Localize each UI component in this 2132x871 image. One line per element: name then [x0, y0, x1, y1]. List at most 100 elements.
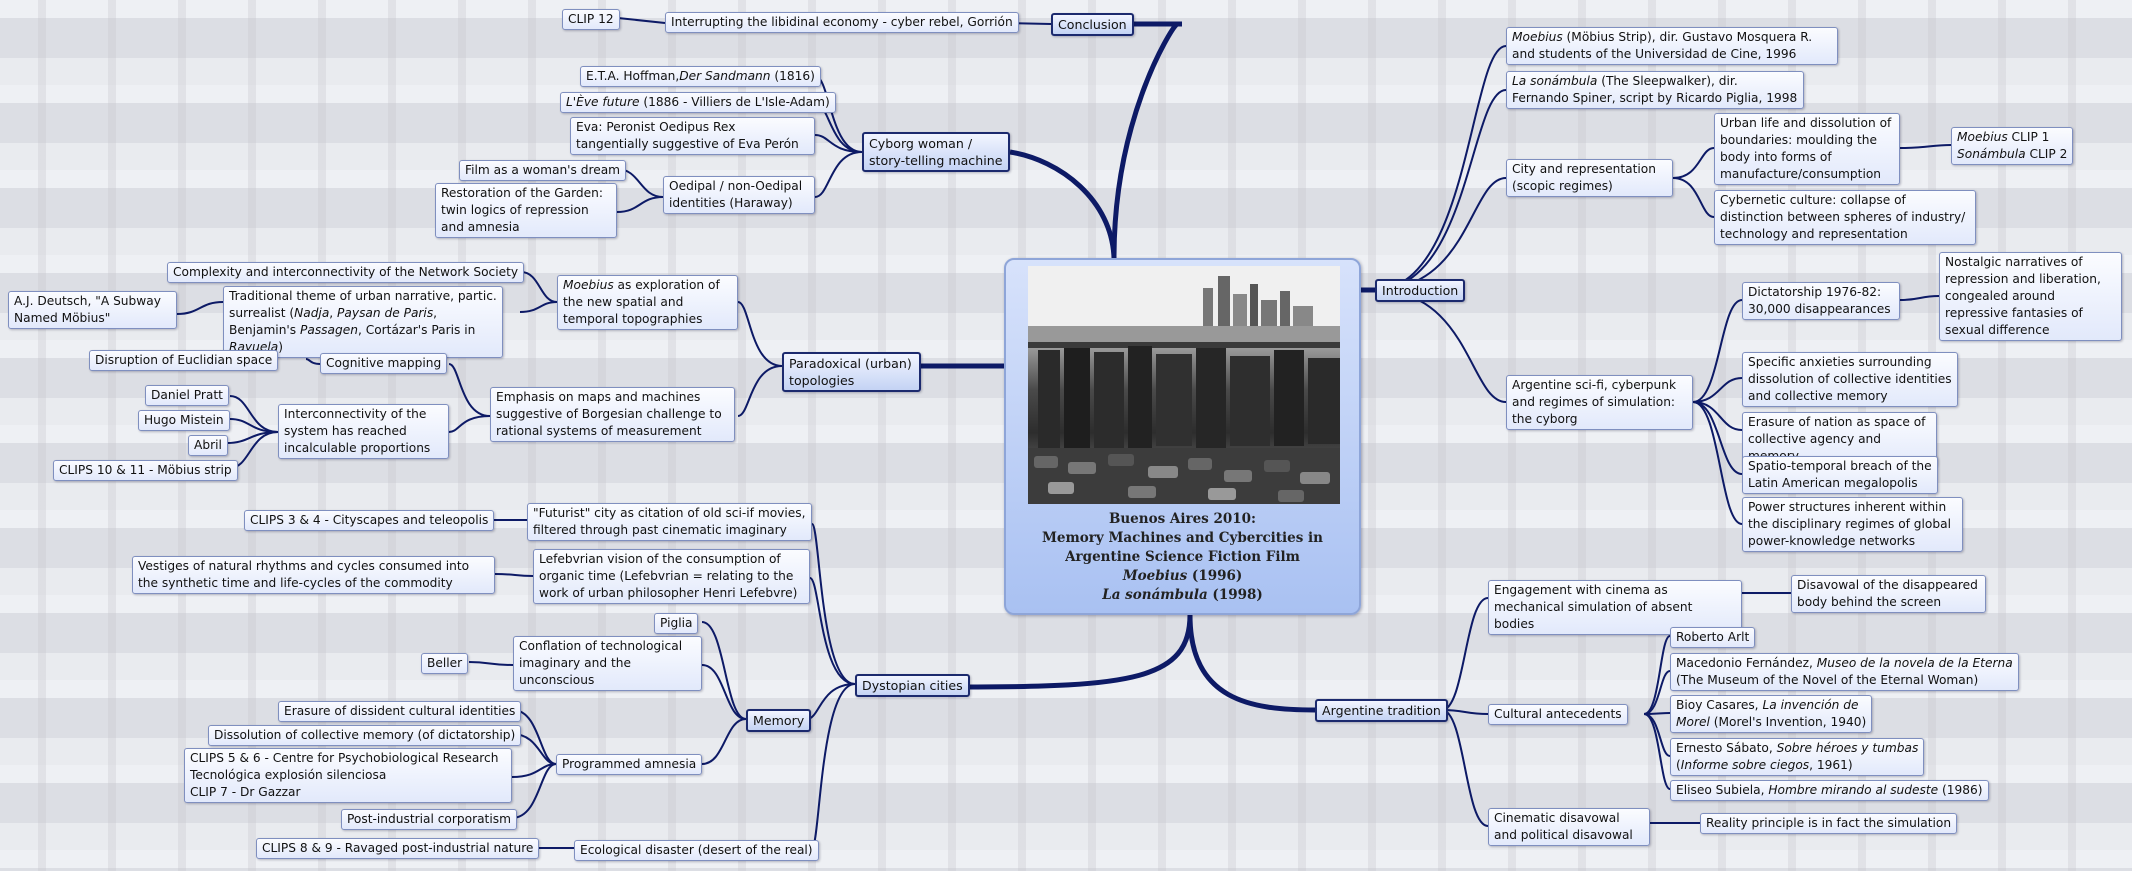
node-title: Morel [1676, 715, 1710, 729]
moebius-exploration[interactable]: Moebius as exploration of the new spatia… [557, 275, 738, 330]
film2-year: (1998) [1207, 587, 1263, 603]
natural-rhythms[interactable]: Vestiges of natural rhythms and cycles c… [132, 556, 495, 594]
film-womans-dream[interactable]: Film as a woman's dream [459, 160, 627, 181]
conclusion-clip12[interactable]: CLIP 12 [562, 9, 620, 30]
node-title: Moebius [563, 278, 614, 292]
spatio-temporal-breach[interactable]: Spatio-temporal breach of the Latin Amer… [1742, 456, 1938, 494]
dissident-identities[interactable]: Erasure of dissident cultural identities [278, 701, 522, 722]
node-text: Eliseo Subiela, [1676, 783, 1769, 797]
node-text: (1816) [770, 69, 815, 83]
nostalgic-narratives[interactable]: Nostalgic narratives of repression and l… [1939, 252, 2122, 341]
introduction-topic[interactable]: Introduction [1375, 279, 1466, 302]
cultural-antecedents[interactable]: Cultural antecedents [1488, 704, 1628, 725]
maps-and-machines[interactable]: Emphasis on maps and machines suggestive… [490, 387, 735, 442]
argentine-tradition-topic[interactable]: Argentine tradition [1315, 699, 1448, 722]
city-still-illustration [1028, 266, 1340, 504]
clips-8-9[interactable]: CLIPS 8 & 9 - Ravaged post-industrial na… [256, 838, 540, 859]
futurist-city[interactable]: "Futurist" city as citation of old sci-i… [527, 503, 812, 541]
city-representation[interactable]: City and representation (scopic regimes) [1506, 159, 1673, 197]
argentine-scifi[interactable]: Argentine sci-fi, cyberpunk and regimes … [1506, 375, 1693, 430]
oedipal-identities[interactable]: Oedipal / non-Oedipal identities (Harawa… [663, 176, 815, 214]
clip-line: CLIP 7 - Dr Gazzar [190, 785, 301, 799]
conclusion-libidinal[interactable]: Interrupting the libidinal economy - cyb… [665, 12, 1019, 33]
beller[interactable]: Beller [421, 653, 469, 674]
programmed-amnesia[interactable]: Programmed amnesia [556, 754, 703, 775]
bioy-casares[interactable]: Bioy Casares, La invención de Morel (Mor… [1670, 695, 1873, 733]
system-interconnectivity[interactable]: Interconnectivity of the system has reac… [278, 404, 449, 459]
urban-narrative[interactable]: Traditional theme of urban narrative, pa… [223, 286, 503, 358]
abril[interactable]: Abril [188, 435, 228, 456]
postindustrial-corporatism[interactable]: Post-industrial corporatism [341, 809, 517, 830]
dystopian-cities-topic[interactable]: Dystopian cities [855, 674, 970, 697]
clips-3-4[interactable]: CLIPS 3 & 4 - Cityscapes and teleopolis [244, 510, 495, 531]
cybernetic-culture[interactable]: Cybernetic culture: collapse of distinct… [1714, 190, 1976, 245]
node-text: CLIP 2 [2025, 147, 2068, 161]
cyborg-woman-topic[interactable]: Cyborg woman / story-telling machine [862, 132, 1010, 172]
daniel-pratt[interactable]: Daniel Pratt [145, 385, 229, 406]
memory-topic[interactable]: Memory [746, 709, 812, 732]
subway-named-mobius[interactable]: A.J. Deutsch, "A Subway Named Möbius" [8, 291, 177, 329]
macedonio-fernandez[interactable]: Macedonio Fernández, Museo de la novela … [1670, 653, 2019, 691]
conclusion-topic[interactable]: Conclusion [1051, 13, 1134, 36]
cinema-engagement[interactable]: Engagement with cinema as mechanical sim… [1488, 580, 1742, 635]
node-text: as exploration of the new spatial and te… [563, 278, 720, 326]
node-text: ( [1676, 758, 1681, 772]
title-line: Argentine Science Fiction Film [1065, 549, 1300, 565]
cinematic-disavowal[interactable]: Cinematic disavowal and political disavo… [1488, 808, 1650, 846]
node-text: (The Museum of the Novel of the Eternal … [1676, 673, 1979, 687]
restoration-garden[interactable]: Restoration of the Garden: twin logics o… [435, 183, 617, 238]
node-title: La sonámbula [1512, 74, 1598, 88]
clips-10-11[interactable]: CLIPS 10 & 11 - Möbius strip [53, 460, 238, 481]
collective-memory-dissolution[interactable]: Dissolution of collective memory (of dic… [208, 725, 522, 746]
eliseo-subiela[interactable]: Eliseo Subiela, Hombre mirando al sudest… [1670, 780, 1989, 801]
power-structures[interactable]: Power structures inherent within the dis… [1742, 497, 1963, 552]
ernesto-sabato[interactable]: Ernesto Sábato, Sobre héroes y tumbas (I… [1670, 738, 1925, 776]
node-title: Moebius [1512, 30, 1563, 44]
clip-line: Tecnológica explosión silenciosa [190, 768, 387, 782]
node-title: Paysan de Paris [337, 306, 434, 320]
node-text: , 1961) [1809, 758, 1853, 772]
node-title: Hombre mirando al sudeste [1768, 783, 1939, 797]
roberto-arlt[interactable]: Roberto Arlt [1670, 627, 1756, 648]
dictatorship[interactable]: Dictatorship 1976-82: 30,000 disappearan… [1742, 282, 1900, 320]
piglia[interactable]: Piglia [654, 613, 699, 634]
intro-clips-1-2[interactable]: Moebius CLIP 1 Sonámbula CLIP 2 [1951, 127, 2074, 165]
topic-line: story-telling machine [869, 153, 1003, 168]
sonambula-film[interactable]: La sonámbula (The Sleepwalker), dir. Fer… [1506, 71, 1804, 109]
node-text: , Cortázar's Paris in [357, 323, 476, 337]
node-title: Passagen [300, 323, 358, 337]
node-title: Nadja [294, 306, 330, 320]
moebius-film[interactable]: Moebius (Möbius Strip), dir. Gustavo Mos… [1506, 27, 1838, 65]
euclidian-disruption[interactable]: Disruption of Euclidian space [89, 350, 279, 371]
node-text: , Benjamin's [229, 306, 438, 337]
node-title: La invención de [1762, 698, 1859, 712]
hugo-mistein[interactable]: Hugo Mistein [138, 410, 230, 431]
clip-line: CLIPS 5 & 6 - Centre for Psychobiologica… [190, 751, 499, 765]
node-text: Bioy Casares, [1676, 698, 1763, 712]
central-image [1028, 266, 1340, 504]
lefebvrian-vision[interactable]: Lefebvrian vision of the consumption of … [533, 549, 810, 604]
node-text: (1886 - Villiers de L'Isle-Adam) [639, 95, 830, 109]
paradoxical-topologies-topic[interactable]: Paradoxical (urban) topologies [782, 352, 921, 392]
node-text: , [329, 306, 338, 320]
node-title: Der Sandmann [679, 69, 771, 83]
eve-future[interactable]: L'Ève future (1886 - Villiers de L'Isle-… [560, 92, 836, 113]
node-text: Traditional theme of urban narrative, pa… [229, 289, 497, 320]
disappeared-body[interactable]: Disavowal of the disappeared body behind… [1791, 575, 1986, 613]
central-topic[interactable]: Buenos Aires 2010: Memory Machines and C… [1004, 258, 1361, 615]
node-text: ) [278, 340, 283, 354]
node-text: E.T.A. Hoffman, [586, 69, 680, 83]
network-society[interactable]: Complexity and interconnectivity of the … [167, 262, 525, 283]
node-text: CLIP 1 [2007, 130, 2050, 144]
reality-principle[interactable]: Reality principle is in fact the simulat… [1700, 813, 1958, 834]
clips-5-6-7[interactable]: CLIPS 5 & 6 - Centre for Psychobiologica… [184, 748, 512, 803]
specific-anxieties[interactable]: Specific anxieties surrounding dissoluti… [1742, 352, 1958, 407]
hoffman-sandmann[interactable]: E.T.A. Hoffman,Der Sandmann (1816) [580, 66, 821, 87]
node-title: L'Ève future [566, 95, 640, 109]
node-title: Moebius [1957, 130, 2008, 144]
cognitive-mapping[interactable]: Cognitive mapping [320, 353, 448, 374]
technological-unconscious[interactable]: Conflation of technological imaginary an… [513, 636, 702, 691]
eva-peronist[interactable]: Eva: Peronist Oedipus Rex tangentially s… [570, 117, 815, 155]
urban-life-boundaries[interactable]: Urban life and dissolution of boundaries… [1714, 113, 1900, 185]
ecological-disaster[interactable]: Ecological disaster (desert of the real) [574, 840, 819, 861]
